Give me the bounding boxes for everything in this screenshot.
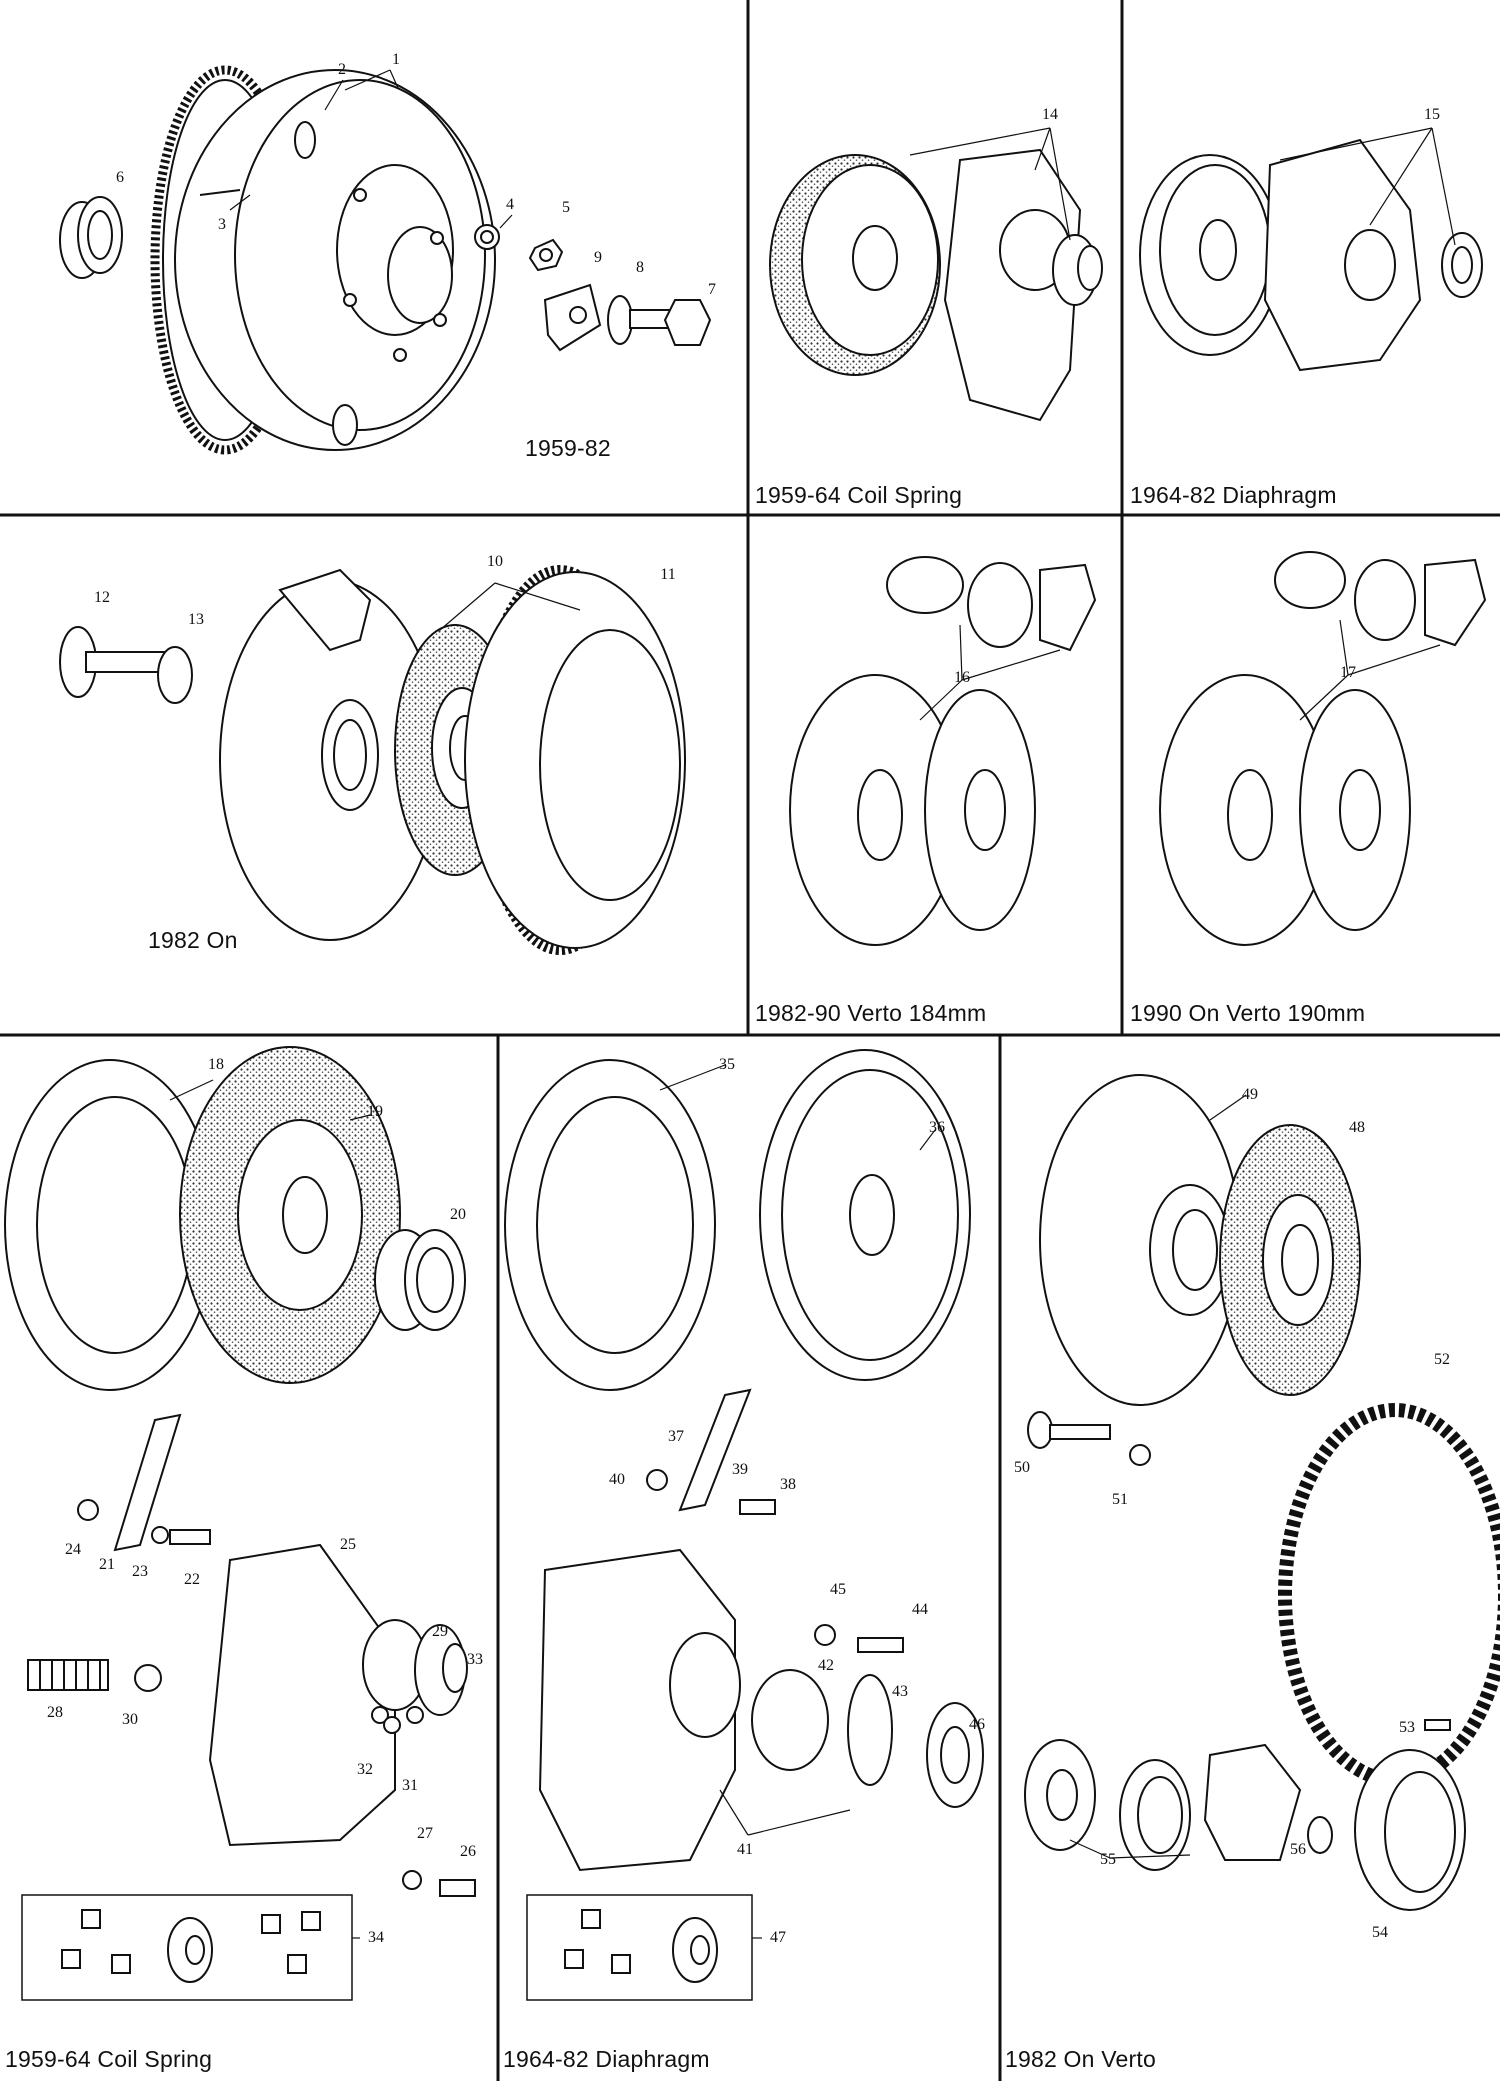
callout-21: 21 — [99, 1556, 115, 1573]
callout-6: 6 — [116, 169, 124, 186]
callout-39: 39 — [732, 1461, 748, 1478]
flywheel-assembly-1959-82 — [150, 65, 496, 455]
panel-caption-1982-on: 1982 On — [148, 927, 238, 953]
callout-9: 9 — [594, 249, 602, 266]
callout-13: 13 — [188, 611, 204, 628]
spring-and-small-parts-26-33 — [27, 1659, 476, 1897]
strap-and-bolt-parts-21-24 — [77, 1413, 211, 1552]
callout-53: 53 — [1399, 1719, 1415, 1736]
callout-31: 31 — [402, 1777, 418, 1794]
callout-46: 46 — [969, 1716, 985, 1733]
verto-184-assembly — [789, 556, 1097, 946]
kit-box-part-34 — [21, 1894, 353, 2001]
verto-disc-part-48 — [1219, 1124, 1361, 1396]
backplate-part-35 — [504, 1059, 716, 1391]
callout-7: 7 — [708, 281, 716, 298]
clutch-disc-part-19 — [179, 1046, 401, 1384]
callout-2: 2 — [338, 61, 346, 78]
reluctor-ring-part-52 — [1278, 1403, 1500, 1787]
callout-51: 51 — [1112, 1491, 1128, 1508]
callout-48: 48 — [1349, 1119, 1365, 1136]
flywheel-bolt-parts-12-13 — [59, 626, 193, 704]
verto-190-assembly — [1159, 551, 1487, 946]
callout-45: 45 — [830, 1581, 846, 1598]
clutch-disc-part-36 — [759, 1049, 971, 1381]
verto-cover-part-49 — [1039, 1074, 1241, 1406]
backplate-part-18 — [4, 1059, 216, 1391]
callout-49: 49 — [1242, 1086, 1258, 1103]
callout-14: 14 — [1042, 106, 1058, 123]
callout-17: 17 — [1340, 664, 1356, 681]
callout-34: 34 — [368, 1929, 384, 1946]
panel-caption-coil-spring: 1959-64 Coil Spring — [755, 482, 963, 508]
callout-18: 18 — [208, 1056, 224, 1073]
callout-38: 38 — [780, 1476, 796, 1493]
callout-36: 36 — [929, 1119, 945, 1136]
verto-small-parts-50-56 — [1024, 1411, 1466, 1911]
pressure-plate-part-25 — [208, 1543, 468, 1847]
callout-40: 40 — [609, 1471, 625, 1488]
callout-12: 12 — [94, 589, 110, 606]
callout-35: 35 — [719, 1056, 735, 1073]
callout-8: 8 — [636, 259, 644, 276]
callout-47: 47 — [770, 1929, 786, 1946]
callout-20: 20 — [450, 1206, 466, 1223]
callout-30: 30 — [122, 1711, 138, 1728]
callout-10: 10 — [487, 553, 503, 570]
callout-11: 11 — [660, 566, 676, 583]
diaphragm-cover-part-41 — [538, 1548, 984, 1872]
panel-caption-coil-spring-detail: 1959-64 Coil Spring — [5, 2046, 213, 2072]
clutch-diaphragm-assembly — [1139, 138, 1483, 372]
leader-lines — [169, 69, 1456, 1939]
verto-flywheel — [464, 565, 686, 955]
callout-25: 25 — [340, 1536, 356, 1553]
bearing-part-20 — [374, 1229, 466, 1331]
callout-54: 54 — [1372, 1924, 1388, 1941]
callout-19: 19 — [367, 1103, 383, 1120]
callout-28: 28 — [47, 1704, 63, 1721]
panel-caption-flywheel-1959-82: 1959-82 — [525, 435, 611, 461]
callout-3: 3 — [218, 216, 226, 233]
callout-1: 1 — [392, 51, 400, 68]
clutch-disc-coil-spring — [769, 154, 941, 376]
callout-5: 5 — [562, 199, 570, 216]
callout-15: 15 — [1424, 106, 1440, 123]
callout-32: 32 — [357, 1761, 373, 1778]
callout-4: 4 — [506, 196, 514, 213]
callout-44: 44 — [912, 1601, 928, 1618]
kit-box-part-47 — [526, 1894, 753, 2001]
callout-55: 55 — [1100, 1851, 1116, 1868]
callout-50: 50 — [1014, 1459, 1030, 1476]
callout-33: 33 — [467, 1651, 483, 1668]
callout-56: 56 — [1290, 1841, 1306, 1858]
spigot-bush-part-6 — [59, 196, 123, 279]
panel-caption-diaphragm: 1964-82 Diaphragm — [1130, 482, 1337, 508]
verto-cover-1982-on — [219, 568, 441, 941]
callout-27: 27 — [417, 1825, 433, 1842]
callout-29: 29 — [432, 1623, 448, 1640]
callout-16: 16 — [954, 669, 970, 686]
strap-and-bolt-parts-37-40 — [646, 1388, 776, 1515]
pressure-plate-coil-spring — [943, 148, 1103, 422]
callout-23: 23 — [132, 1563, 148, 1580]
panel-caption-verto-190: 1990 On Verto 190mm — [1130, 1000, 1366, 1026]
callout-37: 37 — [668, 1428, 684, 1445]
callout-43: 43 — [892, 1683, 908, 1700]
callout-26: 26 — [460, 1843, 476, 1860]
callout-42: 42 — [818, 1657, 834, 1674]
flywheel-bolt-parts-4-9 — [474, 224, 712, 352]
callout-24: 24 — [65, 1541, 81, 1558]
panel-caption-verto-184: 1982-90 Verto 184mm — [755, 1000, 987, 1026]
panel-caption-diaphragm-detail: 1964-82 Diaphragm — [503, 2046, 710, 2072]
callout-52: 52 — [1434, 1351, 1450, 1368]
panel-caption-verto-detail: 1982 On Verto — [1005, 2046, 1156, 2072]
callout-41: 41 — [737, 1841, 753, 1858]
callout-22: 22 — [184, 1571, 200, 1588]
